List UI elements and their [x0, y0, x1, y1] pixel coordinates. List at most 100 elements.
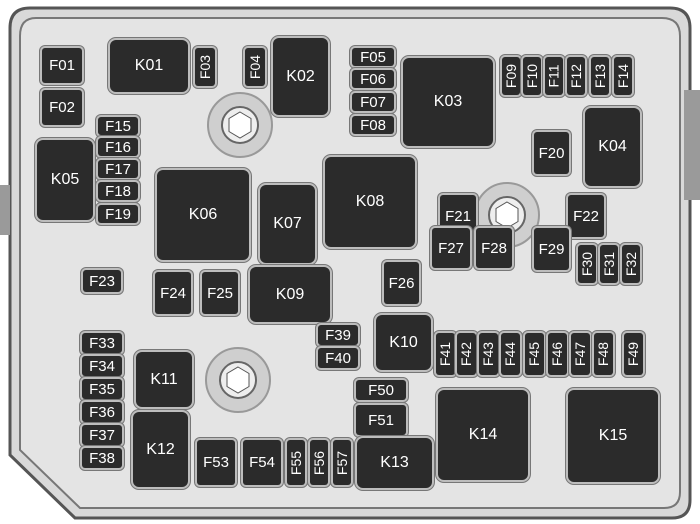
item-label: F02	[49, 99, 75, 116]
relay-k11: K11	[136, 352, 192, 407]
fuse-f56: F56	[310, 440, 328, 485]
item-label: K14	[468, 426, 498, 443]
item-label: F15	[105, 117, 131, 135]
fuse-f53: F53	[197, 440, 235, 485]
item-label: F11	[546, 64, 562, 88]
fuse-f09: F09	[502, 57, 520, 95]
fuse-f39: F39	[318, 325, 358, 345]
item-label: K15	[598, 427, 628, 444]
fuse-f27: F27	[432, 228, 470, 268]
fuse-f24: F24	[155, 272, 191, 314]
relay-k02: K02	[273, 38, 328, 115]
item-label: F37	[89, 426, 115, 444]
item-label: F22	[573, 207, 599, 225]
bolt-icon	[205, 347, 271, 413]
fuse-f14: F14	[614, 57, 632, 95]
relay-k05: K05	[37, 140, 93, 220]
item-label: F32	[623, 251, 639, 277]
fuse-f18: F18	[98, 182, 138, 200]
fuse-f55: F55	[287, 440, 305, 485]
fuse-f16: F16	[98, 138, 138, 156]
item-label: F50	[368, 381, 394, 399]
item-label: F44	[502, 341, 519, 367]
item-label: F25	[207, 284, 233, 302]
item-label: F17	[105, 160, 131, 178]
relay-k08: K08	[325, 157, 415, 247]
item-label: F14	[615, 63, 631, 89]
fuse-f57: F57	[333, 440, 351, 485]
item-label: F03	[197, 54, 213, 80]
item-label: F18	[105, 182, 131, 200]
item-label: K13	[380, 454, 409, 471]
fuse-f06: F06	[352, 70, 394, 88]
fuse-f45: F45	[525, 333, 544, 375]
relay-k10: K10	[376, 315, 431, 370]
item-label: F04	[247, 54, 263, 80]
fuse-f44: F44	[501, 333, 520, 375]
item-label: F07	[360, 93, 386, 111]
item-label: K04	[598, 138, 627, 155]
item-label: K06	[188, 206, 218, 223]
fuse-f22: F22	[568, 195, 604, 237]
fuse-f47: F47	[571, 333, 590, 375]
item-label: K09	[275, 285, 305, 303]
fuse-f33: F33	[82, 333, 122, 353]
item-label: F46	[549, 341, 566, 367]
item-label: F43	[480, 341, 497, 367]
item-label: F57	[334, 450, 350, 475]
item-label: F26	[388, 274, 415, 292]
item-label: F13	[592, 63, 608, 89]
fuse-f51: F51	[356, 405, 406, 435]
item-label: F05	[360, 48, 386, 66]
item-label: F49	[625, 341, 642, 367]
item-label: F31	[601, 251, 617, 277]
item-label: F21	[445, 207, 471, 225]
item-label: F51	[368, 411, 394, 429]
bolt-icon	[207, 92, 273, 158]
fuse-f54: F54	[243, 440, 281, 485]
relay-k04: K04	[585, 108, 640, 186]
fuse-f41: F41	[436, 333, 455, 375]
fuse-f34: F34	[82, 356, 122, 376]
fuse-f02: F02	[42, 90, 82, 125]
item-label: F27	[438, 239, 464, 257]
item-label: F33	[89, 334, 115, 352]
fuse-f29: F29	[534, 228, 569, 270]
item-label: F45	[526, 341, 543, 367]
item-label: F53	[203, 454, 229, 471]
fuse-f23: F23	[83, 270, 121, 292]
fuse-f36: F36	[82, 402, 122, 422]
item-label: F54	[249, 454, 275, 471]
item-label: F24	[160, 284, 186, 302]
relay-k03: K03	[403, 58, 493, 146]
fuse-f35: F35	[82, 379, 122, 399]
relay-k13: K13	[357, 438, 432, 488]
item-label: F19	[105, 205, 131, 223]
relay-k01: K01	[110, 40, 188, 92]
item-label: F36	[89, 403, 115, 421]
item-label: F20	[538, 144, 565, 162]
fuse-f43: F43	[479, 333, 498, 375]
fuse-f21: F21	[440, 195, 476, 237]
fuse-f12: F12	[567, 57, 585, 95]
item-label: F56	[311, 450, 327, 475]
fuse-f01: F01	[42, 48, 82, 83]
item-label: F23	[89, 272, 115, 290]
item-label: F01	[49, 57, 75, 74]
item-label: F08	[360, 116, 386, 134]
fuse-f25: F25	[202, 272, 238, 314]
fuse-f03: F03	[195, 48, 215, 86]
fuse-f38: F38	[82, 448, 122, 468]
relay-k15: K15	[568, 390, 658, 482]
fuse-f26: F26	[384, 262, 419, 304]
relay-k06: K06	[157, 170, 249, 260]
item-label: F29	[538, 240, 565, 258]
item-label: F09	[503, 63, 519, 89]
fuse-f07: F07	[352, 93, 394, 111]
fuse-f30: F30	[578, 245, 596, 283]
fuse-f20: F20	[534, 132, 569, 174]
fuse-f05: F05	[352, 48, 394, 66]
item-label: F55	[288, 450, 304, 475]
fuse-f13: F13	[591, 57, 609, 95]
